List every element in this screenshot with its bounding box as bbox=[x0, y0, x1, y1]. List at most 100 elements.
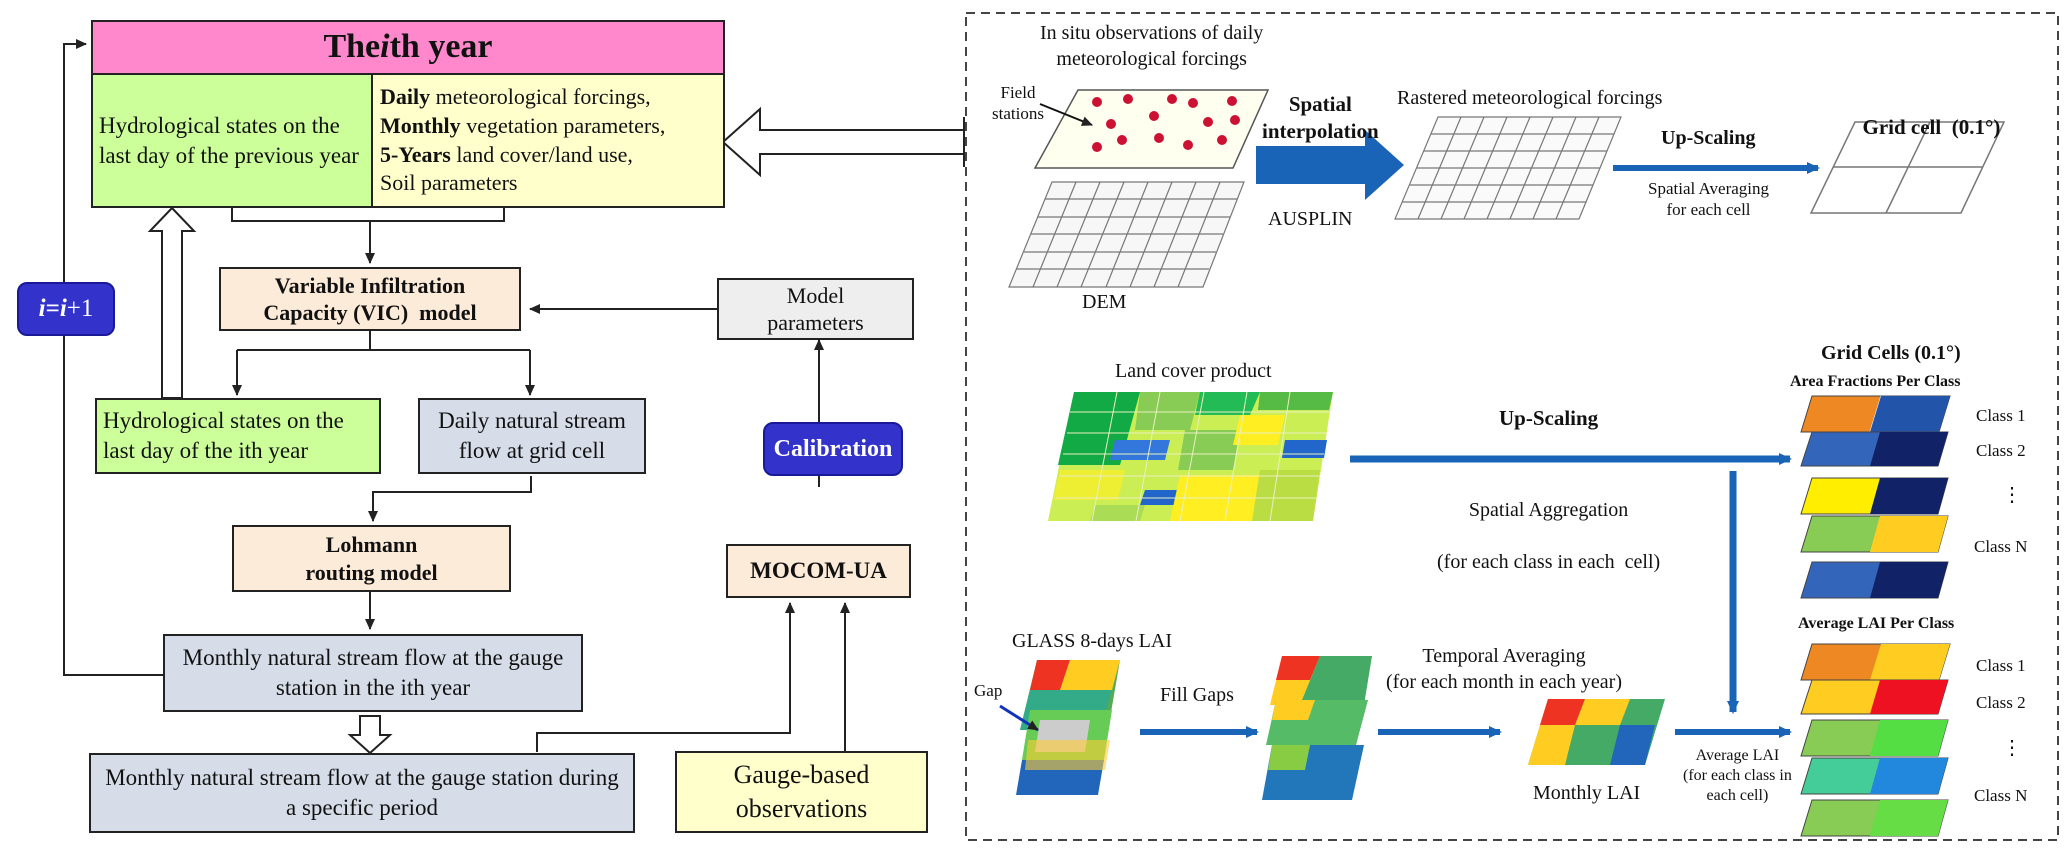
gauge-observations-box: Gauge-based observations bbox=[675, 751, 928, 833]
forcings-box: Daily meteorological forcings, Monthly v… bbox=[371, 73, 725, 208]
avg-lai-line2: (for each class in bbox=[1683, 767, 1792, 784]
lohmann-box: Lohmann routing model bbox=[232, 525, 511, 592]
monthly-lai-text: Monthly LAI bbox=[1533, 782, 1641, 804]
classNb-label: Class N bbox=[1974, 785, 2027, 807]
class2b-label: Class 2 bbox=[1976, 692, 2026, 714]
hollow-up-arrow bbox=[147, 206, 197, 399]
rastered-grid bbox=[1394, 116, 1622, 220]
ausplin-label: AUSPLIN bbox=[1268, 206, 1352, 232]
hollow-down-arrow bbox=[347, 715, 393, 755]
forcing-daily: Daily bbox=[380, 84, 431, 110]
filled-lai-stack bbox=[1262, 656, 1372, 800]
vic-model-box: Variable Infiltration Capacity (VIC) mod… bbox=[219, 267, 521, 331]
spatial-interpolation-arrow bbox=[1256, 130, 1404, 200]
insitu-line1: In situ observations of daily bbox=[1040, 22, 1264, 44]
calibration-button[interactable]: Calibration bbox=[763, 422, 903, 476]
grid-cell-plate bbox=[1809, 121, 2006, 214]
classNb-text: Class N bbox=[1974, 786, 2028, 805]
avg-lai-line1: Average LAI bbox=[1695, 747, 1780, 764]
upscaling-mid-text: Up-Scaling bbox=[1499, 406, 1599, 430]
spatial-avg-line1: Spatial Averaging bbox=[1648, 179, 1770, 198]
daily-flow-box: Daily natural stream flow at grid cell bbox=[418, 398, 646, 474]
forcings-text: Daily meteorological forcings, Monthly v… bbox=[380, 83, 665, 197]
counter-i1: i bbox=[38, 295, 46, 322]
classNa-label: Class N bbox=[1974, 536, 2027, 558]
spatial-interp-label: Spatial interpolation bbox=[1262, 91, 1379, 146]
area-fractions-text: Area Fractions Per Class bbox=[1790, 373, 1961, 390]
lohmann-line1: Lohmann bbox=[325, 532, 418, 557]
dotsb-label: ⋮ bbox=[2002, 735, 2022, 761]
class2a-text: Class 2 bbox=[1976, 441, 2026, 460]
dem-grid bbox=[1008, 181, 1245, 288]
mocom-text: MOCOM-UA bbox=[750, 558, 887, 584]
ith-year-post: th year bbox=[389, 28, 493, 66]
dem-text: DEM bbox=[1082, 291, 1127, 313]
grid-cell-label: Grid cell (0.1°) bbox=[1852, 87, 2001, 142]
class2b-text: Class 2 bbox=[1976, 693, 2026, 712]
monthly-lai-plate bbox=[1528, 699, 1665, 765]
dotsb-text: ⋮ bbox=[2002, 737, 2022, 759]
class-stack-area bbox=[1800, 395, 1951, 599]
monthly-period-text: Monthly natural stream flow at the gauge… bbox=[105, 765, 619, 820]
temporal-line1: Temporal Averaging bbox=[1422, 645, 1586, 667]
class1b-label: Class 1 bbox=[1976, 655, 2026, 677]
fill-gaps-text: Fill Gaps bbox=[1160, 684, 1234, 706]
states-ith-year-box: Hydrological states on the last day of t… bbox=[95, 398, 381, 474]
grid-cells-label: Grid Cells (0.1°) bbox=[1821, 340, 1961, 366]
ith-year-i: i bbox=[380, 28, 390, 66]
aggregation-line1: Spatial Aggregation bbox=[1468, 499, 1629, 521]
monthly-period-box: Monthly natural stream flow at the gauge… bbox=[89, 753, 635, 833]
class2a-label: Class 2 bbox=[1976, 440, 2026, 462]
class-stack-lai bbox=[1800, 643, 1951, 837]
spatial-avg-label: Spatial Averaging for each cell bbox=[1648, 178, 1769, 221]
states-previous-year-text: Hydrological states on the last day of t… bbox=[99, 112, 359, 168]
model-params-line2: parameters bbox=[767, 310, 864, 335]
land-cover-text: Land cover product bbox=[1115, 360, 1272, 382]
gap-label: Gap bbox=[974, 680, 1002, 702]
insitu-line2: meteorological forcings bbox=[1056, 48, 1247, 70]
rastered-text: Rastered meteorological forcings bbox=[1397, 87, 1663, 109]
grid-cell-text: Grid cell (0.1°) bbox=[1862, 115, 2001, 140]
dem-label: DEM bbox=[1082, 289, 1126, 315]
temporal-line2: (for each month in each year) bbox=[1386, 671, 1622, 693]
temporal-label: Temporal Averaging (for each month in ea… bbox=[1386, 643, 1622, 695]
lohmann-line2: routing model bbox=[305, 559, 438, 585]
aggregation-line2: (for each class in each cell) bbox=[1437, 551, 1661, 573]
forcing-monthly: Monthly bbox=[380, 112, 461, 138]
hollow-left-arrow bbox=[721, 106, 965, 178]
glass-text: GLASS 8-days LAI bbox=[1012, 630, 1172, 652]
field-stations-plate bbox=[1033, 89, 1270, 169]
dotsa-text: ⋮ bbox=[2002, 484, 2022, 506]
insitu-label: In situ observations of daily meteorolog… bbox=[1040, 20, 1263, 72]
rastered-label: Rastered meteorological forcings bbox=[1397, 85, 1662, 111]
spatial-line1: Spatial bbox=[1288, 92, 1352, 116]
aggregation-label: Spatial Aggregation (for each class in e… bbox=[1427, 471, 1660, 575]
area-fractions-label: Area Fractions Per Class bbox=[1790, 372, 1960, 393]
field-line1: Field bbox=[1000, 83, 1036, 102]
spatial-avg-line2: for each cell bbox=[1666, 200, 1751, 220]
counter-plus: +1 bbox=[66, 295, 94, 322]
model-parameters-box: Model parameters bbox=[717, 278, 914, 340]
upscaling-top-label: Up-Scaling bbox=[1661, 125, 1755, 151]
monthly-ith-year-box: Monthly natural stream flow at the gauge… bbox=[163, 634, 583, 712]
forcing-5years: 5-Years bbox=[380, 141, 451, 167]
vic-line1: Variable Infiltration bbox=[274, 272, 466, 298]
upscaling-top-text: Up-Scaling bbox=[1661, 127, 1756, 149]
monthly-lai-label: Monthly LAI bbox=[1533, 780, 1640, 806]
mocom-box: MOCOM-UA bbox=[726, 544, 911, 598]
fill-gaps-label: Fill Gaps bbox=[1160, 682, 1234, 708]
calibration-label: Calibration bbox=[773, 435, 893, 462]
forcing-line2: vegetation parameters, bbox=[460, 112, 666, 138]
class1a-text: Class 1 bbox=[1976, 406, 2026, 425]
avg-lai-line3: each cell) bbox=[1706, 787, 1769, 804]
counter-i2: i bbox=[59, 295, 67, 322]
monthly-ith-text: Monthly natural stream flow at the gauge… bbox=[182, 645, 564, 700]
ausplin-text: AUSPLIN bbox=[1268, 208, 1353, 230]
states-previous-year-box: Hydrological states on the last day of t… bbox=[91, 73, 373, 208]
left-connectors bbox=[63, 39, 850, 752]
spatial-line2: interpolation bbox=[1262, 119, 1379, 144]
dotsa-label: ⋮ bbox=[2002, 482, 2022, 508]
forcing-line1: meteorological forcings, bbox=[430, 84, 651, 110]
